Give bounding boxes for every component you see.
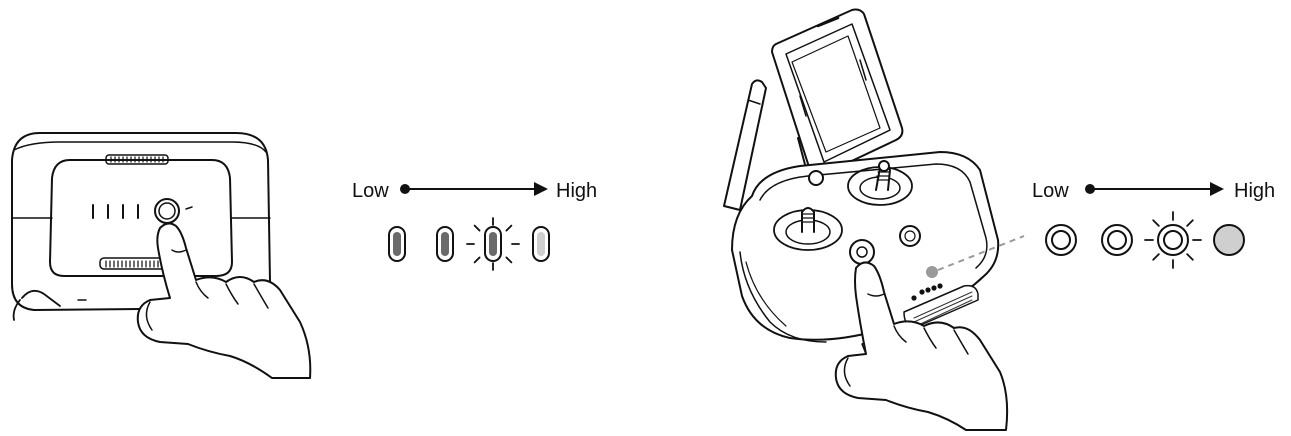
antenna-icon — [723, 79, 767, 211]
rth-button — [899, 225, 921, 247]
blink-ray — [1152, 219, 1160, 227]
right-scale-high-label: High — [1234, 180, 1275, 202]
blink-ray — [1186, 253, 1194, 261]
led-fill — [489, 232, 497, 256]
led-fill — [537, 232, 545, 256]
led-location-marker — [926, 266, 938, 278]
blink-ray — [1186, 219, 1194, 227]
right-battery-level-indicators — [1045, 211, 1245, 269]
battery-top-plate — [49, 159, 233, 277]
left-battery-level-indicators — [388, 217, 550, 271]
blink-ray — [505, 224, 513, 232]
remote-controller-icon — [723, 8, 1000, 355]
pointing-hand-icon — [834, 261, 1009, 431]
led-outline — [1213, 224, 1245, 256]
controller-led-indicator — [1101, 224, 1133, 256]
right-scale-low-label: Low — [1032, 180, 1069, 202]
right-battery-scale: Low High — [1032, 180, 1275, 202]
left-scale-high-label: High — [556, 180, 597, 202]
battery-led-indicator — [436, 226, 454, 262]
battery-illustration — [11, 132, 271, 311]
led-inner-ring — [1163, 230, 1183, 250]
battery-led-indicator — [466, 217, 520, 271]
battery-led-indicator — [532, 226, 550, 262]
battery-led-slots — [92, 204, 139, 219]
blink-ray — [473, 256, 481, 264]
blink-ray — [505, 256, 513, 264]
arrow-right-icon — [1210, 182, 1224, 196]
controller-led-indicator — [1144, 211, 1202, 269]
led-inner-ring — [1107, 230, 1127, 250]
battery-led-indicator — [388, 226, 406, 262]
controller-power-button — [849, 239, 875, 265]
led-fill — [441, 232, 449, 256]
left-battery-scale: Low High — [352, 180, 597, 202]
joystick-icon — [801, 207, 815, 233]
led-inner-ring — [1051, 230, 1071, 250]
arrow-right-icon — [534, 182, 548, 196]
left-scale-low-label: Low — [352, 180, 389, 202]
controller-led-indicator — [1213, 224, 1245, 256]
pointing-hand-icon — [12, 222, 312, 379]
dashed-leader-line — [937, 235, 1025, 271]
blink-ray — [473, 224, 481, 232]
blink-ray — [1152, 253, 1160, 261]
controller-led-indicator — [1045, 224, 1077, 256]
led-fill — [393, 232, 401, 256]
